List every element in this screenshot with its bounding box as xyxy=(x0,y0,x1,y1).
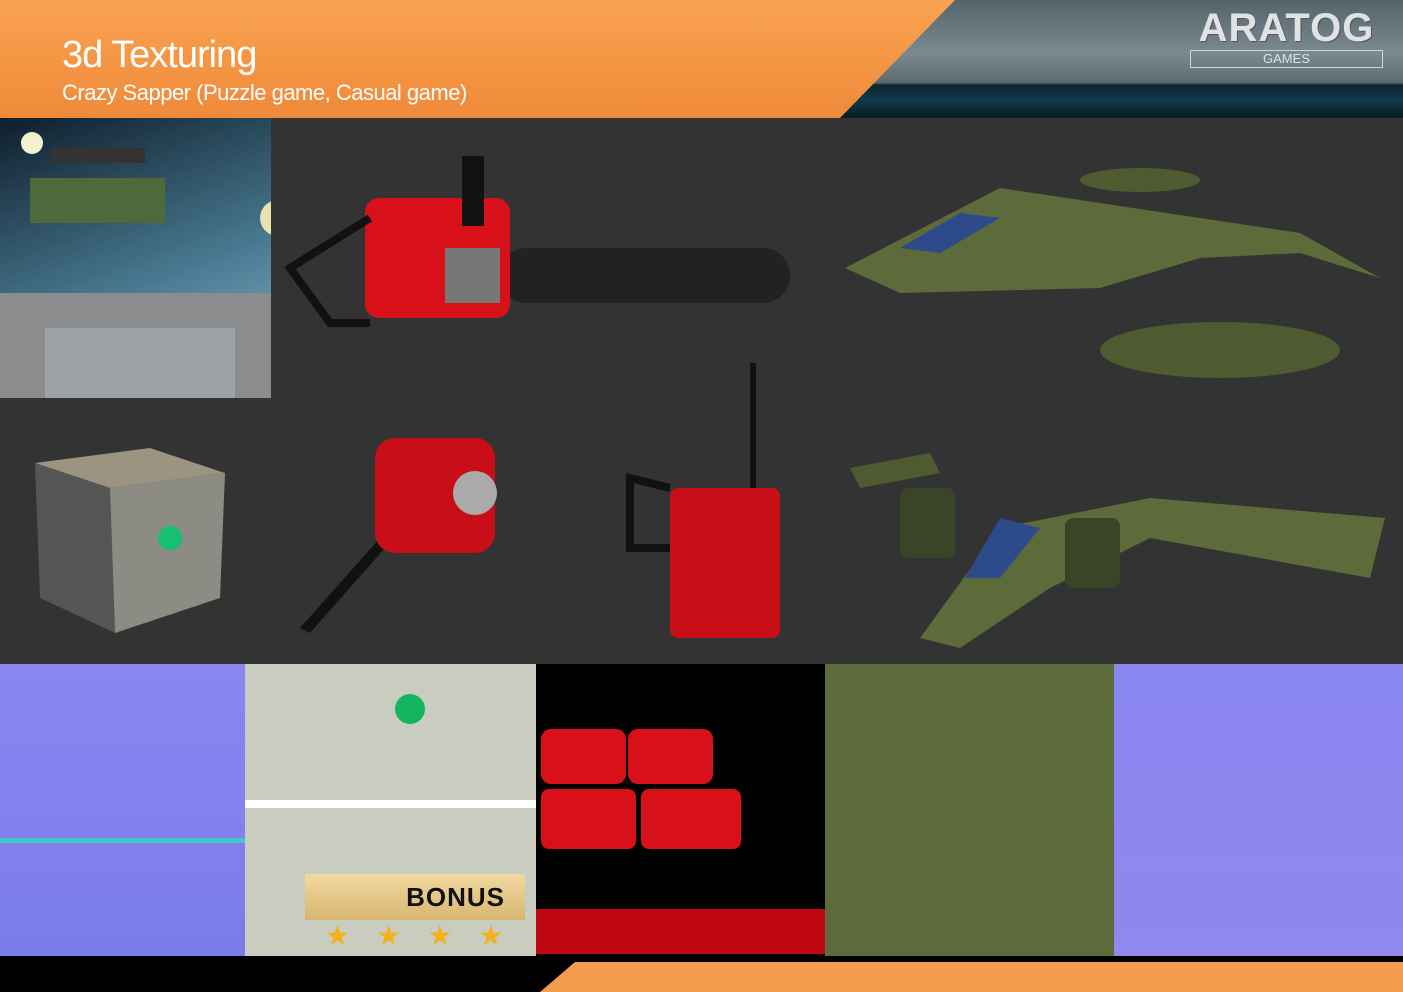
header-banner-orange xyxy=(0,0,955,118)
page-subtitle: Crazy Sapper (Puzzle game, Casual game) xyxy=(62,80,467,105)
logo-subtitle: GAMES xyxy=(1190,50,1383,68)
logo-wordmark: ARATOG xyxy=(1198,6,1375,50)
chainsaw-render-side xyxy=(284,156,790,327)
plane-render-angled xyxy=(850,453,1385,648)
crate-render xyxy=(35,448,225,633)
crate-diffuse-texture: BONUS ★★★★ xyxy=(245,664,536,956)
model-renders xyxy=(35,156,1385,648)
chainsaw-render-angled xyxy=(300,438,497,633)
bonus-stars: ★★★★ xyxy=(325,920,530,951)
watchtower-render xyxy=(0,118,296,398)
crate-normal-map xyxy=(0,664,245,956)
bonus-label: BONUS xyxy=(305,874,525,920)
chainsaw-diffuse-texture xyxy=(536,664,825,956)
company-logo: ARATOG GAMES xyxy=(1190,8,1383,68)
plane-normal-map xyxy=(1114,664,1403,956)
plane-render-top xyxy=(845,168,1380,378)
page-title: 3d Texturing xyxy=(62,34,257,76)
plane-diffuse-texture xyxy=(825,664,1114,956)
footer-accent xyxy=(540,962,1403,992)
chainsaw-render-front xyxy=(626,363,780,638)
texture-maps-strip: BONUS ★★★★ xyxy=(0,664,1403,956)
